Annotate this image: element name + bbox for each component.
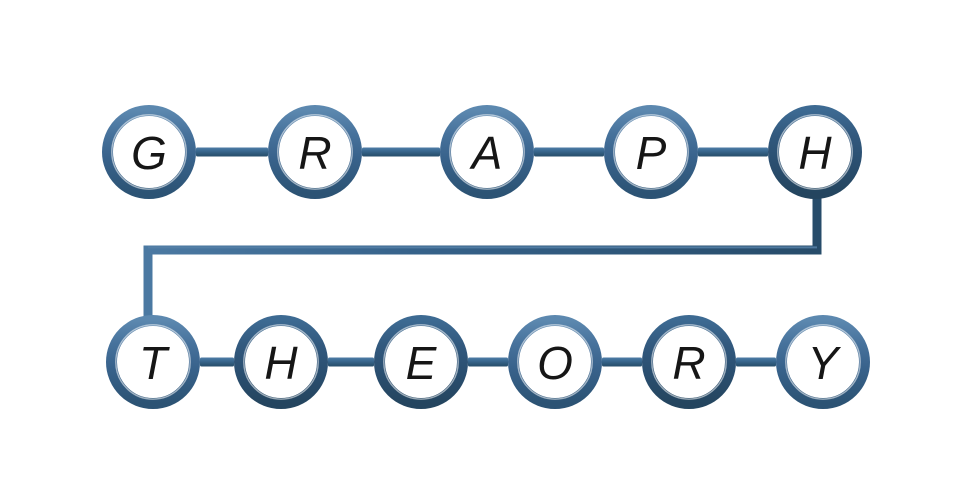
wrap-connector-h-to-t [143,195,822,320]
node-h-top[interactable]: H [768,105,862,199]
node-r2[interactable]: R [642,315,736,409]
node-label: R [298,127,331,179]
node-fill [379,320,463,404]
node-label: T [139,337,170,389]
node-inner-highlight [785,324,861,400]
edge-e-to-o [468,357,508,367]
node-h-bottom[interactable]: H [234,315,328,409]
node-o[interactable]: O [508,315,602,409]
node-fill [111,320,195,404]
node-fill [107,110,191,194]
wrap-connector-layer [143,195,822,320]
node-inner-highlight [449,114,525,190]
node-ring [604,105,698,199]
edge-r-to-a [362,147,440,157]
node-ring [440,105,534,199]
node-label: O [537,337,573,389]
node-ring [106,315,200,409]
node-fill [781,320,865,404]
node-label: P [636,127,667,179]
node-ring [776,315,870,409]
edge-a-to-p [534,147,604,157]
node-fill [445,110,529,194]
node-fill [513,320,597,404]
node-label: R [672,337,705,389]
edge-h-bottom-to-e [328,357,374,367]
node-layer: G R A P H T H E O R Y [102,105,870,409]
node-inner-highlight [115,324,191,400]
node-y[interactable]: Y [776,315,870,409]
node-inner-highlight [383,324,459,400]
node-inner-highlight [243,324,319,400]
node-label: A [469,127,503,179]
node-inner-highlight [613,114,689,190]
node-inner-highlight [517,324,593,400]
edge-r2-to-y [736,357,776,367]
node-fill [647,320,731,404]
node-ring [374,315,468,409]
node-e[interactable]: E [374,315,468,409]
node-ring [102,105,196,199]
node-g[interactable]: G [102,105,196,199]
node-fill [609,110,693,194]
node-ring [768,105,862,199]
node-inner-highlight [777,114,853,190]
edge-p-to-h-top [698,147,768,157]
node-r[interactable]: R [268,105,362,199]
node-p[interactable]: P [604,105,698,199]
node-label: Y [808,337,842,389]
node-ring [268,105,362,199]
node-ring [642,315,736,409]
node-label: G [131,127,167,179]
node-ring [508,315,602,409]
node-fill [239,320,323,404]
edge-g-to-r [196,147,268,157]
node-a[interactable]: A [440,105,534,199]
edge-t-to-h-bottom [200,357,234,367]
node-t[interactable]: T [106,315,200,409]
node-label: E [406,337,438,389]
node-inner-highlight [277,114,353,190]
node-label: H [798,127,832,179]
node-fill [773,110,857,194]
node-label: H [264,337,298,389]
edge-layer [196,147,776,367]
node-inner-highlight [651,324,727,400]
edge-o-to-r2 [602,357,642,367]
node-fill [273,110,357,194]
node-inner-highlight [111,114,187,190]
node-ring [234,315,328,409]
